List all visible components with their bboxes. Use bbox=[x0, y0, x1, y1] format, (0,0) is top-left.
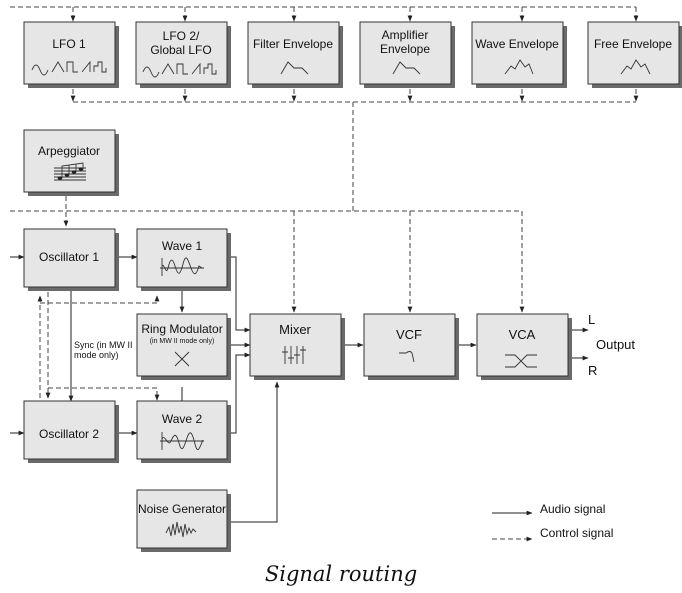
multiply-icon bbox=[174, 351, 190, 367]
mixer-module[interactable]: Mixer bbox=[249, 313, 345, 380]
vcf-label: VCF bbox=[396, 327, 422, 342]
amplifier-envelope-module[interactable]: Amplifier Envelope bbox=[359, 21, 455, 88]
vca-module[interactable]: VCA bbox=[476, 313, 572, 380]
noise-generator-module[interactable]: Noise Generator bbox=[136, 489, 231, 552]
amplifier-envelope-label-line1: Amplifier bbox=[382, 28, 429, 42]
output-label: Output bbox=[596, 337, 635, 352]
legend-control-label: Control signal bbox=[540, 526, 613, 540]
signal-routing-diagram: LFO 1 LFO 2/ Global LFO Filter Envelope bbox=[10, 6, 682, 552]
waveform-icon bbox=[160, 432, 204, 451]
ring-modulator-module[interactable]: Ring Modulator (in MW II mode only) bbox=[136, 313, 231, 380]
wave1-module[interactable]: Wave 1 bbox=[136, 228, 231, 291]
envelope-icon bbox=[620, 59, 651, 75]
free-envelope-label: Free Envelope bbox=[594, 37, 672, 51]
lfo2-module[interactable]: LFO 2/ Global LFO bbox=[135, 21, 231, 88]
legend: Audio signal Control signal bbox=[492, 502, 613, 542]
output-right-label: R bbox=[588, 363, 597, 378]
oscillator1-module[interactable]: Oscillator 1 bbox=[23, 228, 119, 291]
wave2-label: Wave 2 bbox=[162, 412, 203, 426]
oscillator2-label: Oscillator 2 bbox=[39, 427, 99, 441]
filter-envelope-label: Filter Envelope bbox=[253, 37, 333, 51]
stereo-pan-icon bbox=[505, 354, 537, 368]
lfo-waveforms-icon bbox=[142, 62, 217, 78]
filter-envelope-module[interactable]: Filter Envelope bbox=[247, 21, 343, 88]
oscillator2-module[interactable]: Oscillator 2 bbox=[23, 400, 119, 463]
wave2-module[interactable]: Wave 2 bbox=[136, 400, 231, 463]
ring-modulator-label: Ring Modulator bbox=[141, 322, 222, 336]
vca-label: VCA bbox=[509, 327, 536, 342]
noise-generator-label: Noise Generator bbox=[138, 502, 226, 516]
lfo1-label: LFO 1 bbox=[52, 37, 86, 51]
wave-envelope-label: Wave Envelope bbox=[475, 37, 559, 51]
sync-note-line1: Sync (in MW II bbox=[74, 340, 133, 350]
waveform-icon bbox=[160, 257, 204, 276]
envelope-icon bbox=[280, 61, 309, 75]
arpeggiator-label: Arpeggiator bbox=[38, 144, 100, 158]
control-lines bbox=[10, 6, 639, 401]
noise-icon bbox=[165, 521, 197, 538]
lfo1-module[interactable]: LFO 1 bbox=[23, 21, 119, 88]
amplifier-envelope-label-line2: Envelope bbox=[380, 42, 430, 56]
ring-modulator-note: (in MW II mode only) bbox=[150, 338, 215, 345]
lfo2-label-line2: Global LFO bbox=[150, 43, 211, 57]
oscillator1-label: Oscillator 1 bbox=[39, 250, 99, 264]
output-left-label: L bbox=[588, 312, 595, 327]
audio-lines bbox=[10, 254, 589, 523]
wave-envelope-module[interactable]: Wave Envelope bbox=[471, 21, 567, 88]
sync-note-line2: mode only) bbox=[74, 350, 119, 360]
wave1-label: Wave 1 bbox=[162, 239, 203, 253]
sheet-music-icon bbox=[54, 162, 86, 181]
envelope-icon bbox=[504, 59, 534, 75]
arpeggiator-module[interactable]: Arpeggiator bbox=[23, 129, 119, 196]
filter-curve-icon bbox=[399, 351, 415, 363]
vcf-module[interactable]: VCF bbox=[363, 313, 459, 380]
lfo-waveforms-icon bbox=[31, 60, 107, 76]
mixer-label: Mixer bbox=[279, 322, 311, 337]
envelope-icon bbox=[392, 61, 421, 75]
faders-icon bbox=[282, 346, 306, 364]
figure-caption: Signal routing bbox=[264, 562, 418, 586]
legend-audio-label: Audio signal bbox=[540, 502, 605, 516]
free-envelope-module[interactable]: Free Envelope bbox=[587, 21, 682, 88]
lfo2-label-line1: LFO 2/ bbox=[163, 29, 200, 43]
